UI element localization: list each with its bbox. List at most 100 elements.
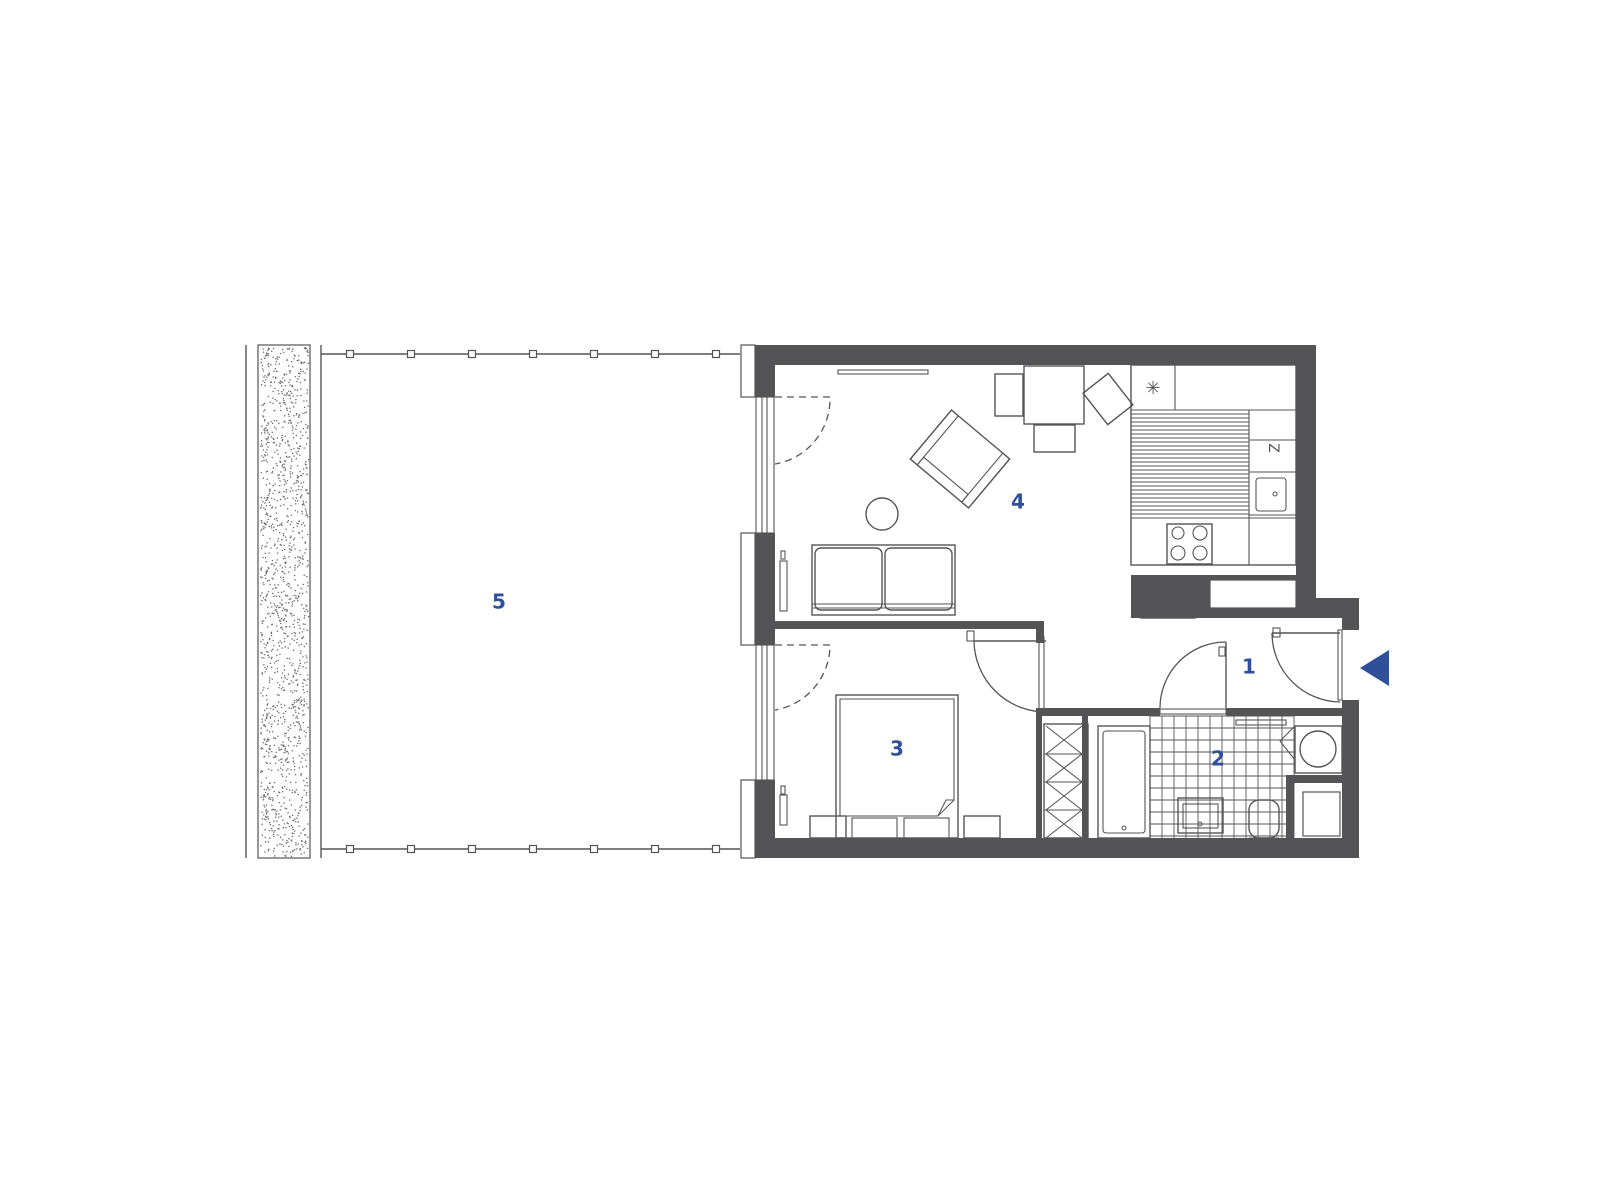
bedroom-door-arc	[973, 640, 1047, 713]
dining-table	[1023, 365, 1085, 425]
railing-post	[528, 844, 538, 854]
dining-chair	[994, 373, 1024, 417]
door-frame	[1038, 636, 1045, 712]
dining-chair	[1082, 372, 1134, 426]
cooktop-burner	[1192, 525, 1208, 541]
entrance-marker-triangle-icon	[1360, 650, 1389, 686]
railing-post	[406, 349, 416, 359]
railing-post	[467, 349, 477, 359]
bathtub-inner	[1102, 730, 1146, 834]
sofa-seat	[814, 547, 883, 611]
wall-bedroom-north	[775, 621, 1044, 629]
wall-west-2	[755, 533, 775, 645]
dining-chair	[1033, 424, 1076, 453]
washing-machine-hinge	[1279, 725, 1296, 761]
wall-pier	[740, 779, 756, 859]
entrance-door-frame	[1337, 629, 1343, 701]
wall-south	[755, 838, 1359, 858]
railing-post	[711, 844, 721, 854]
railing-post	[711, 349, 721, 359]
dishwasher-mark: Z	[1265, 443, 1281, 453]
hallway	[966, 627, 1343, 715]
radiator-valve	[780, 785, 786, 795]
wall-north	[755, 345, 1316, 365]
cooktop-burner	[1171, 526, 1185, 540]
bathroom-sink-inner	[1182, 803, 1219, 829]
washing-machine	[1294, 725, 1343, 774]
bath-door-jamb	[1159, 708, 1227, 715]
wall-closet-side	[1082, 708, 1088, 838]
fridge-mark: ✳	[1145, 378, 1160, 399]
windows	[755, 369, 929, 826]
entrance-door-handle	[1272, 627, 1281, 638]
armchair	[909, 409, 1011, 509]
railing-post	[406, 844, 416, 854]
kitchen-hatch	[1131, 413, 1249, 515]
kitchen-sink	[1255, 477, 1287, 512]
wall-west-3	[755, 780, 775, 858]
bedroom	[809, 636, 1089, 843]
room-label-2: 2	[1211, 747, 1225, 771]
sofa	[811, 544, 956, 616]
kitchen: ✳ Z	[1130, 364, 1297, 619]
railing-post	[589, 844, 599, 854]
bath-door-frame	[1235, 719, 1287, 726]
ceiling-rail	[837, 369, 929, 375]
cooktop-burner	[1192, 545, 1208, 561]
wall-shaft-top	[1286, 775, 1342, 783]
pillow	[851, 817, 898, 843]
terrace	[245, 344, 740, 859]
cooktop	[1166, 523, 1213, 565]
storage-box-cross	[1140, 579, 1196, 619]
wardrobe-marks	[1044, 725, 1088, 839]
wall-pier	[740, 344, 756, 398]
railing-post	[467, 844, 477, 854]
coffee-table	[865, 497, 899, 531]
planter-gravel-texture	[260, 347, 310, 857]
balcony-door-swing	[774, 396, 831, 465]
railing-post	[650, 844, 660, 854]
balcony-door-swing	[774, 644, 831, 711]
bath-door-arc	[1159, 641, 1227, 709]
sofa-seat	[884, 547, 953, 611]
wall-bedroom-east-lower	[1036, 708, 1042, 838]
bathroom	[1097, 715, 1343, 839]
nightstand	[809, 815, 847, 839]
railing-post	[589, 349, 599, 359]
bathroom-sink	[1177, 797, 1224, 834]
storage-box	[1140, 579, 1196, 619]
entrance-door-arc	[1271, 632, 1341, 703]
railing-post	[650, 349, 660, 359]
bed-sheet-fold	[937, 799, 955, 817]
radiator	[779, 560, 788, 612]
kitchen-counter	[1130, 364, 1297, 566]
washing-machine-drum	[1299, 730, 1337, 768]
radiator-valve	[780, 550, 786, 560]
bath-door-handle	[1218, 646, 1226, 657]
window-frame	[755, 644, 775, 781]
planter-strip	[257, 344, 311, 859]
sink-drain	[1272, 491, 1278, 497]
room-label-5: 5	[492, 590, 506, 614]
wall-bedroom-east	[1036, 621, 1044, 643]
railing-post	[345, 349, 355, 359]
toilet	[1248, 799, 1280, 839]
shaft	[1302, 791, 1341, 837]
room-label-3: 3	[890, 737, 904, 761]
pillow	[903, 817, 950, 843]
wall-shaft-left	[1286, 775, 1294, 838]
living-furniture	[811, 365, 1134, 616]
nightstand	[963, 815, 1001, 839]
sink-drain	[1197, 821, 1203, 827]
wall-corridor-south	[1226, 708, 1342, 716]
bedroom-door-handle	[966, 630, 975, 642]
wall-west-1	[755, 345, 775, 397]
bathtub-drain	[1121, 825, 1127, 831]
bathroom-tiles	[1149, 715, 1295, 838]
railing-posts	[345, 349, 721, 854]
room-label-4: 4	[1011, 490, 1025, 514]
radiator	[779, 794, 788, 826]
wall-east-upper	[1296, 345, 1316, 605]
bathtub	[1097, 725, 1151, 839]
